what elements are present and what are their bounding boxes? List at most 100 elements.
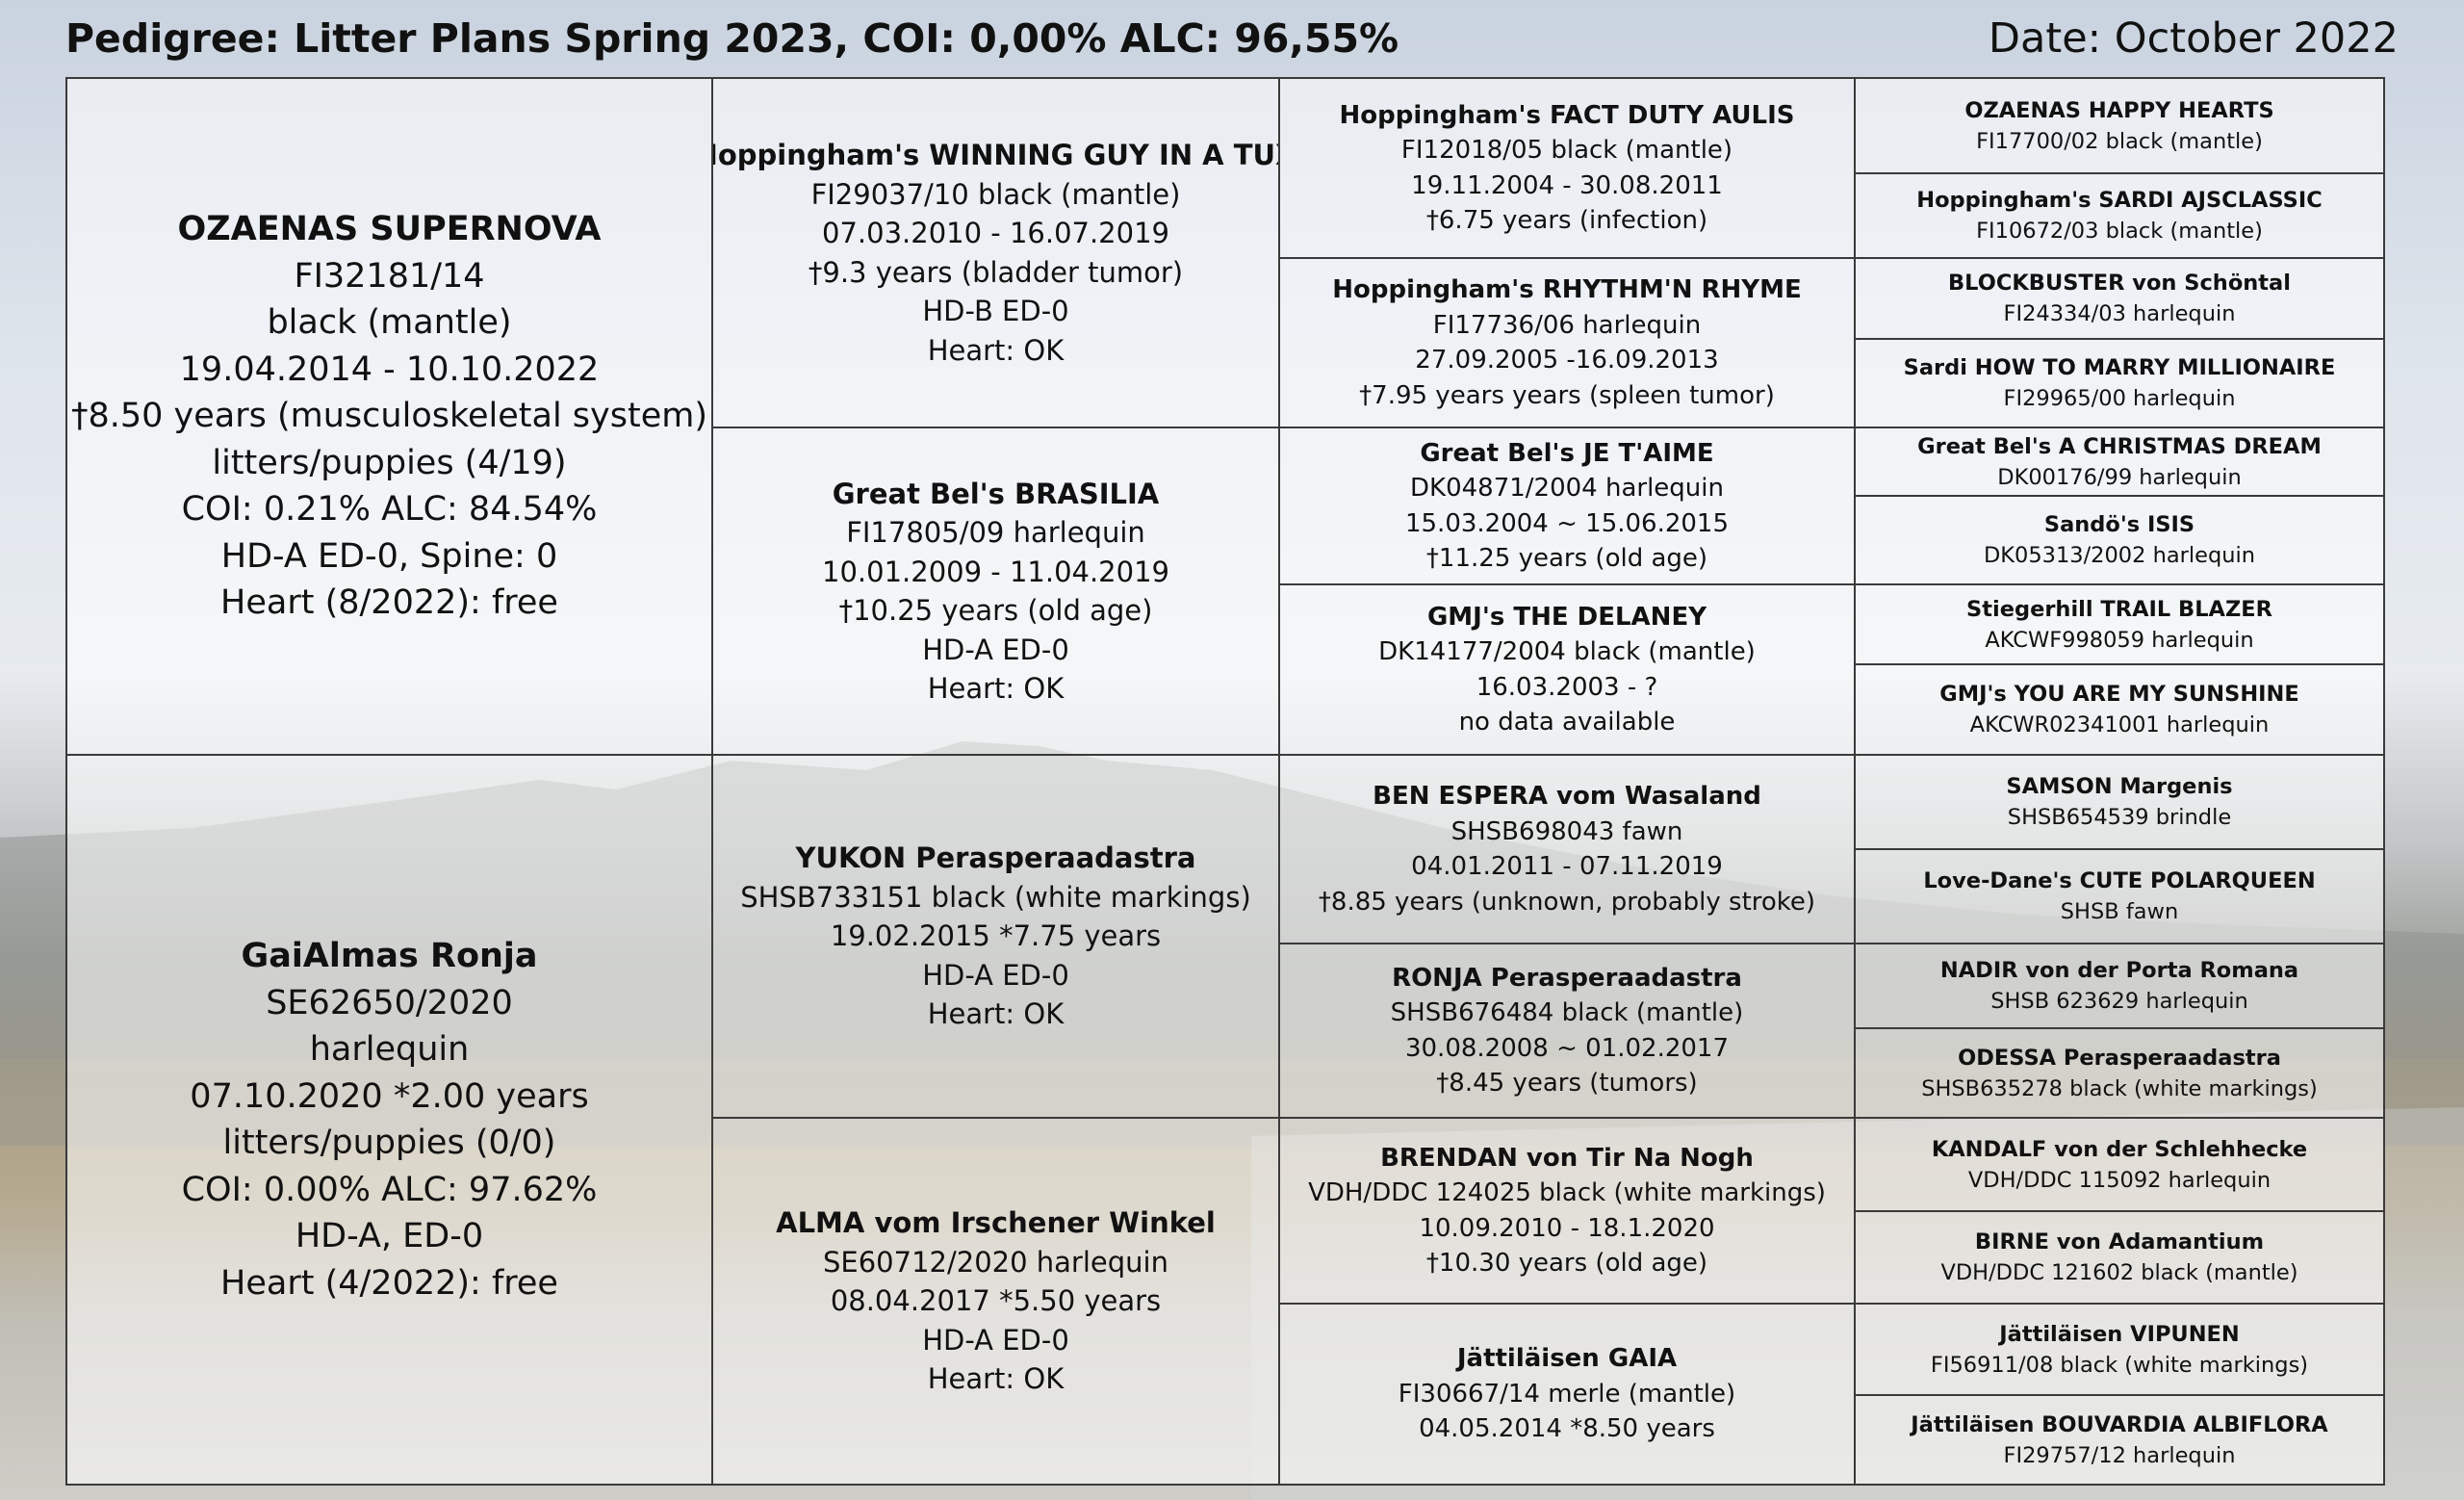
dog-detail-line: 08.04.2017 *5.50 years — [830, 1284, 1162, 1318]
dog-detail-line: AKCWF998059 harlequin — [1985, 627, 2254, 653]
dog-detail-line: 15.03.2004 ~ 15.06.2015 — [1404, 508, 1730, 538]
gen2-dog-cell: Hoppingham's WINNING GUY IN A TUX FI29037… — [711, 77, 1280, 428]
dog-name: NADIR von der Porta Romana — [1939, 958, 2299, 983]
page-title: Pedigree: Litter Plans Spring 2023, COI:… — [65, 15, 1399, 62]
dog-detail-line: FI17700/02 black (mantle) — [1976, 128, 2263, 154]
dog-detail-line: FI10672/03 black (mantle) — [1976, 219, 2263, 244]
dog-detail-line: DK14177/2004 black (mantle) — [1378, 637, 1756, 666]
header: Pedigree: Litter Plans Spring 2023, COI:… — [65, 10, 2399, 67]
dog-name: BRENDAN von Tir Na Nogh — [1380, 1143, 1754, 1173]
dog-detail-line: DK04871/2004 harlequin — [1410, 474, 1724, 503]
dog-detail-line: Heart: OK — [927, 1362, 1065, 1396]
dog-detail-line: harlequin — [309, 1030, 470, 1069]
dog-detail-line: FI32181/14 — [294, 256, 485, 296]
dog-name: Hoppingham's FACT DUTY AULIS — [1339, 100, 1795, 130]
dog-detail-line: SHSB635278 black (white markings) — [1921, 1075, 2318, 1101]
dog-name: YUKON Perasperaadastra — [795, 841, 1196, 875]
dog-name: Stiegerhill TRAIL BLAZER — [1966, 596, 2272, 622]
dog-detail-line: FI29757/12 harlequin — [2003, 1442, 2236, 1468]
dog-detail-line: 30.08.2008 ~ 01.02.2017 — [1404, 1033, 1730, 1063]
dog-detail-line: VDH/DDC 121602 black (mantle) — [1940, 1260, 2298, 1285]
dog-detail-line: DK05313/2002 harlequin — [1983, 543, 2256, 568]
dog-name: ALMA vom Irschener Winkel — [776, 1206, 1216, 1240]
dog-name: Great Bel's BRASILIA — [832, 477, 1160, 510]
dog-detail-line: 27.09.2005 -16.09.2013 — [1415, 346, 1719, 375]
dog-detail-line: Heart: OK — [927, 997, 1065, 1031]
dog-detail-line: FI24334/03 harlequin — [2003, 301, 2236, 326]
dog-detail-line: SE62650/2020 — [266, 983, 513, 1022]
dog-detail-line: †10.25 years (old age) — [838, 594, 1153, 627]
dog-detail-line: FI56911/08 black (white markings) — [1930, 1352, 2309, 1378]
dog-name: OZAENAS SUPERNOVA — [177, 210, 602, 249]
dog-name: GMJ's THE DELANEY — [1426, 602, 1707, 632]
dog-name: Sandö's ISIS — [2043, 512, 2195, 537]
dog-detail-line: 19.04.2014 - 10.10.2022 — [179, 349, 600, 389]
dog-detail-line: VDH/DDC 124025 black (white markings) — [1308, 1178, 1826, 1207]
dog-detail-line: 19.11.2004 - 30.08.2011 — [1411, 170, 1723, 200]
dog-name: BEN ESPERA vom Wasaland — [1373, 782, 1761, 811]
dog-detail-line: †6.75 years (infection) — [1425, 206, 1708, 235]
dog-detail-line: SHSB654539 brindle — [2007, 805, 2232, 830]
dog-detail-line: FI17736/06 harlequin — [1432, 310, 1702, 340]
dog-detail-line: †8.45 years (tumors) — [1436, 1069, 1698, 1098]
dog-detail-line: †7.95 years years (spleen tumor) — [1359, 380, 1775, 410]
dog-name: GMJ's YOU ARE MY SUNSHINE — [1939, 682, 2299, 707]
dog-detail-line: HD-A ED-0 — [922, 958, 1069, 992]
dog-name: Hoppingham's RHYTHM'N RHYME — [1332, 275, 1802, 304]
dog-name: Great Bel's JE T'AIME — [1420, 438, 1714, 468]
gen3-dog-cell: Great Bel's JE T'AIME DK04871/2004 harleq… — [1278, 427, 1856, 585]
dog-detail-line: 19.02.2015 *7.75 years — [830, 919, 1162, 953]
dog-detail-line: 16.03.2003 - ? — [1476, 672, 1658, 702]
dog-detail-line: FI29965/00 harlequin — [2003, 386, 2236, 411]
dog-detail-line: †11.25 years (old age) — [1425, 544, 1708, 573]
page-date: Date: October 2022 — [1988, 14, 2399, 63]
dog-detail-line: SHSB698043 fawn — [1450, 816, 1683, 846]
dog-name: GaiAlmas Ronja — [241, 937, 538, 975]
dog-detail-line: †10.30 years (old age) — [1425, 1249, 1708, 1278]
dog-name: KANDALF von der Schlehhecke — [1931, 1136, 2308, 1162]
dog-detail-line: HD-A ED-0, Spine: 0 — [220, 536, 558, 576]
dog-detail-line: 07.03.2010 - 16.07.2019 — [822, 217, 1169, 249]
gen2-dog-cell: Great Bel's BRASILIA FI17805/09 harlequin… — [711, 427, 1280, 756]
dog-detail-line: DK00176/99 harlequin — [1997, 464, 2242, 490]
dog-detail-line: 04.05.2014 *8.50 years — [1419, 1414, 1715, 1444]
dog-detail-line: FI29037/10 black (mantle) — [810, 177, 1181, 211]
dog-detail-line: Heart: OK — [927, 672, 1065, 705]
gen4-dog-cell: Sandö's ISIS DK05313/2002 harlequin — [1854, 495, 2385, 585]
dog-detail-line: SHSB 623629 harlequin — [1990, 989, 2248, 1014]
dog-detail-line: Heart (8/2022): free — [220, 583, 558, 623]
dog-detail-line: Heart (4/2022): free — [220, 1263, 558, 1303]
gen3-dog-cell: GMJ's THE DELANEY DK14177/2004 black (man… — [1278, 583, 1856, 756]
dog-detail-line: COI: 0.00% ALC: 97.62% — [181, 1170, 598, 1209]
dog-detail-line: SHSB733151 black (white markings) — [740, 880, 1251, 914]
dog-name: Hoppingham's WINNING GUY IN A TUX — [711, 139, 1280, 171]
dog-detail-line: COI: 0.21% ALC: 84.54% — [181, 490, 598, 530]
dog-detail-line: 10.01.2009 - 11.04.2019 — [822, 555, 1169, 588]
dog-name: Great Bel's A CHRISTMAS DREAM — [1917, 433, 2322, 459]
dog-detail-line: 07.10.2020 *2.00 years — [190, 1076, 589, 1116]
gen3-dog-cell: Hoppingham's RHYTHM'N RHYME FI17736/06 ha… — [1278, 257, 1856, 428]
dog-detail-line: litters/puppies (0/0) — [222, 1124, 556, 1162]
dog-detail-line: †8.85 years (unknown, probably stroke) — [1318, 887, 1816, 917]
dog-detail-line: FI17805/09 harlequin — [846, 516, 1145, 549]
dog-name: ODESSA Perasperaadastra — [1958, 1045, 2281, 1071]
dog-detail-line: Heart: OK — [927, 333, 1065, 367]
dog-detail-line: HD-A ED-0 — [922, 633, 1069, 666]
dog-detail-line: SHSB676484 black (mantle) — [1390, 998, 1744, 1027]
